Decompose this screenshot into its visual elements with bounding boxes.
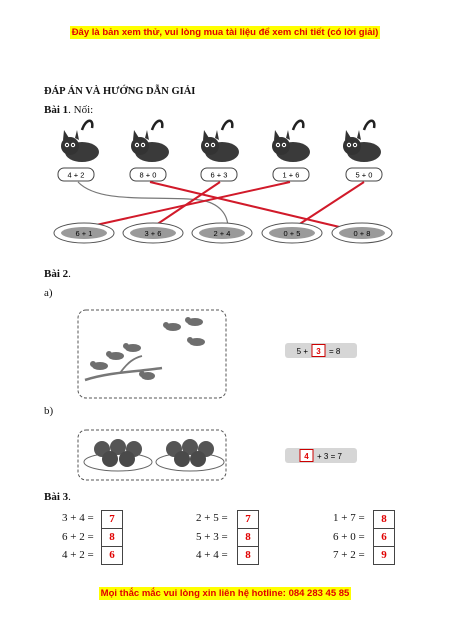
cat-icon bbox=[201, 119, 239, 162]
fish-label: 2 + 4 bbox=[214, 229, 231, 238]
cat-tag bbox=[272, 167, 310, 182]
bai2-label: Bài 2. bbox=[44, 268, 71, 280]
eq-b-right: + 3 = 7 bbox=[317, 452, 342, 461]
bai3-expr: 5 + 3 = bbox=[196, 531, 228, 543]
bai3-answer: 8 bbox=[373, 510, 395, 529]
eq-a-right: = 8 bbox=[329, 347, 341, 356]
branch-icon bbox=[84, 355, 163, 382]
hotline-banner-text: Mọi thắc mắc vui lòng xin liên hệ hotlin… bbox=[98, 587, 352, 600]
cat-tag bbox=[57, 167, 95, 182]
fish-label: 6 + 1 bbox=[76, 229, 93, 238]
bai3-answer: 6 bbox=[373, 528, 395, 547]
bai3-expr: 6 + 2 = bbox=[62, 531, 94, 543]
answer-connectors bbox=[77, 181, 365, 230]
fish-plate-icon: 0 + 5 bbox=[261, 222, 323, 244]
connector-line bbox=[149, 181, 349, 230]
preview-banner-text: Đây là bản xem thử, vui lòng mua tài liệ… bbox=[69, 26, 381, 39]
bird-icon bbox=[187, 337, 205, 346]
connector-line bbox=[291, 181, 365, 230]
bai3-expr: 6 + 0 = bbox=[333, 531, 365, 543]
preview-banner: Đây là bản xem thử, vui lòng mua tài liệ… bbox=[0, 26, 450, 39]
eq-a-answer: 3 bbox=[316, 347, 321, 356]
bai2-part-a-label: a) bbox=[44, 287, 53, 299]
cat-tag-text: 6 + 3 bbox=[211, 171, 228, 180]
bai3-expr: 4 + 2 = bbox=[62, 549, 94, 561]
bird-icon bbox=[163, 322, 181, 331]
cat-icon bbox=[272, 119, 310, 162]
cat-tag-text: 5 + 0 bbox=[356, 171, 373, 180]
cat-tag bbox=[129, 167, 167, 182]
bai3-answer: 7 bbox=[237, 510, 259, 529]
eq-b-box bbox=[299, 449, 314, 462]
eq-a-left: 5 + bbox=[297, 347, 309, 356]
birds-panel bbox=[77, 309, 227, 399]
bird-icon bbox=[139, 371, 155, 380]
bai3-answer: 6 bbox=[101, 546, 123, 565]
fish-plates: 6 + 1 3 + 6 2 + 4 0 + 5 0 + 8 bbox=[53, 222, 393, 244]
connector-line bbox=[77, 181, 291, 230]
bai3-answer: 8 bbox=[237, 528, 259, 547]
bird-icon bbox=[106, 351, 124, 360]
birds bbox=[90, 317, 205, 380]
bai3-expr: 3 + 4 = bbox=[62, 512, 94, 524]
bai3-expr: 1 + 7 = bbox=[333, 512, 365, 524]
bai3-answer: 8 bbox=[237, 546, 259, 565]
bai3-expr: 4 + 4 = bbox=[196, 549, 228, 561]
cat-icon bbox=[343, 119, 381, 162]
bai3-label: Bài 3. bbox=[44, 491, 71, 503]
bai2-part-b-label: b) bbox=[44, 405, 54, 417]
bai3-expr: 7 + 2 = bbox=[333, 549, 365, 561]
bai3-answer: 7 bbox=[101, 510, 123, 529]
cat-tag bbox=[200, 167, 238, 182]
cat-tag bbox=[345, 167, 383, 182]
cake-plate-icon bbox=[83, 439, 153, 472]
equation-strips: 5 + 3 = 8 4 + 3 = 7 bbox=[285, 343, 357, 463]
fish-label: 0 + 8 bbox=[354, 229, 371, 238]
bai3-answer: 8 bbox=[101, 528, 123, 547]
cat-icon bbox=[131, 119, 169, 162]
cat-tag-text: 4 + 2 bbox=[68, 171, 85, 180]
cat-tag-text: 8 + 0 bbox=[140, 171, 157, 180]
fish-plate-icon: 6 + 1 bbox=[53, 222, 115, 244]
bai1-label: Bài 1. Nối: bbox=[44, 104, 94, 116]
section-heading: ĐÁP ÁN VÀ HƯỚNG DẪN GIẢI bbox=[44, 86, 196, 97]
fish-plate-icon: 3 + 6 bbox=[122, 222, 184, 244]
fish-label: 3 + 6 bbox=[145, 229, 162, 238]
bird-icon bbox=[123, 343, 141, 352]
cat-row bbox=[61, 119, 381, 162]
bai3-expr: 2 + 5 = bbox=[196, 512, 228, 524]
fish-plate-icon: 0 + 8 bbox=[331, 222, 393, 244]
cake-plate-icon bbox=[155, 439, 225, 472]
cat-tag-text: 1 + 6 bbox=[283, 171, 300, 180]
eq-a-box bbox=[311, 344, 326, 357]
eq-b-answer: 4 bbox=[304, 452, 309, 461]
hotline-banner: Mọi thắc mắc vui lòng xin liên hệ hotlin… bbox=[0, 587, 450, 600]
cat-tags: 4 + 2 8 + 0 6 + 3 1 + 6 5 + 0 bbox=[57, 167, 383, 182]
bai3-answer: 9 bbox=[373, 546, 395, 565]
cat-icon bbox=[61, 119, 99, 162]
connector-line bbox=[77, 181, 229, 229]
bird-icon bbox=[185, 317, 203, 326]
fish-plate-icon: 2 + 4 bbox=[191, 222, 253, 244]
fish-label: 0 + 5 bbox=[284, 229, 301, 238]
bird-icon bbox=[90, 361, 108, 370]
